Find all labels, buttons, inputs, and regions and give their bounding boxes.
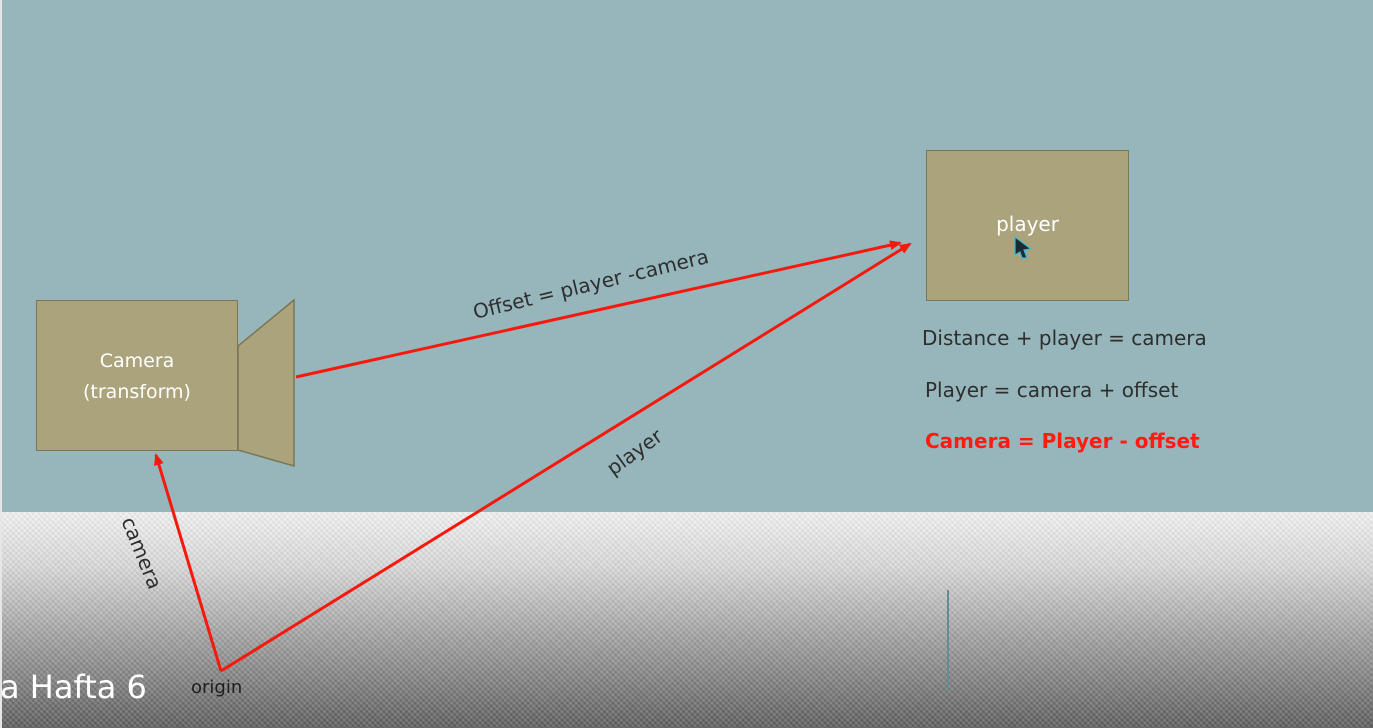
player-box — [926, 150, 1129, 301]
camera-lens — [237, 298, 295, 467]
camera-label: Camera (transform) — [36, 346, 238, 408]
camera-box — [36, 300, 238, 451]
camera-label-line2: (transform) — [83, 381, 191, 403]
player-arrow — [220, 242, 912, 673]
slide-edge — [0, 0, 2, 728]
arrow-cursor-icon — [1014, 235, 1033, 259]
slide-title: a Hafta 6 — [0, 668, 147, 706]
offset-arrow — [295, 240, 902, 379]
equation-player: Player = camera + offset — [925, 378, 1179, 402]
equation-distance: Distance + player = camera — [922, 326, 1207, 350]
slide-floor — [0, 512, 1373, 728]
player-label: player — [996, 212, 1059, 236]
camera-arrow — [154, 453, 223, 672]
footer-divider — [947, 590, 949, 693]
camera-label-line1: Camera — [99, 350, 175, 372]
equation-camera: Camera = Player - offset — [925, 429, 1200, 453]
origin-label: origin — [191, 677, 243, 698]
